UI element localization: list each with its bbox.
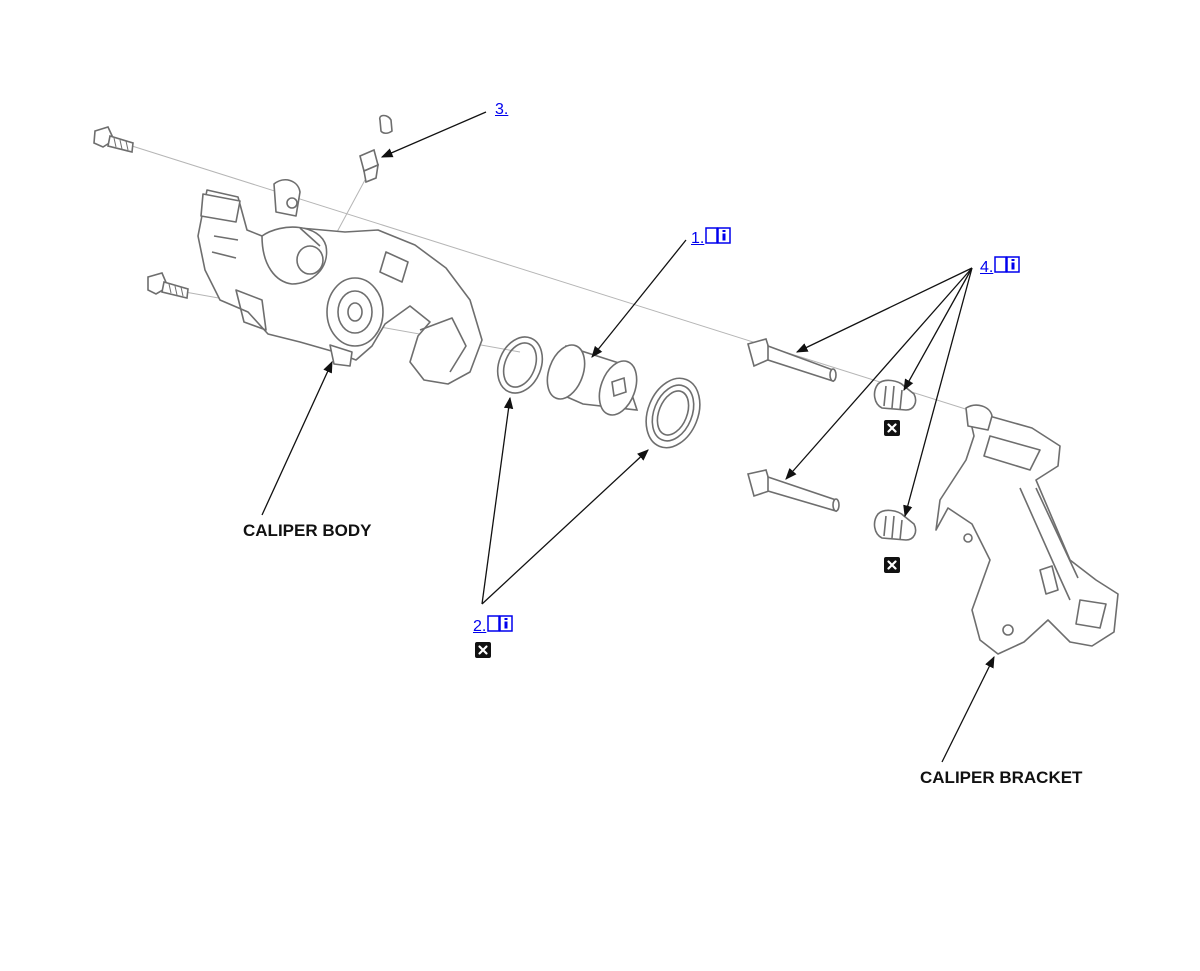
do-not-reuse-icon <box>475 642 491 658</box>
leader-lines <box>261 111 995 763</box>
caliper-body-label: CALIPER BODY <box>243 521 372 540</box>
callout-4-link[interactable]: 4. <box>980 256 1021 279</box>
service-manual-book-icon <box>487 615 514 638</box>
caliper-body <box>197 179 483 385</box>
piston-boot <box>645 377 701 449</box>
do-not-reuse-icon <box>884 557 900 573</box>
callout-3-link[interactable]: 3. <box>495 101 508 119</box>
caliper-bolt-upper <box>93 126 134 153</box>
callout-2-link[interactable]: 2. <box>473 615 514 638</box>
bleed-screw <box>359 114 393 184</box>
caliper-bracket-label: CALIPER BRACKET <box>920 768 1083 787</box>
piston-seal <box>496 336 544 394</box>
callout-2-text: 2. <box>473 617 487 635</box>
callout-4-text: 4. <box>980 258 994 276</box>
callout-1-link[interactable]: 1. <box>691 227 732 250</box>
do-not-reuse-icon <box>884 420 900 436</box>
piston <box>546 344 639 416</box>
service-manual-book-icon <box>994 256 1021 279</box>
service-manual-book-icon <box>705 227 732 250</box>
caliper-bolt-lower <box>147 272 189 299</box>
callout-3-text: 3. <box>495 101 509 118</box>
callout-1-text: 1. <box>691 229 705 247</box>
caliper-bracket <box>935 404 1119 655</box>
guide-pin-lower <box>747 469 840 513</box>
pin-boot-upper <box>873 379 917 411</box>
guide-pin-upper <box>747 338 837 383</box>
pin-boot-lower <box>873 509 917 541</box>
